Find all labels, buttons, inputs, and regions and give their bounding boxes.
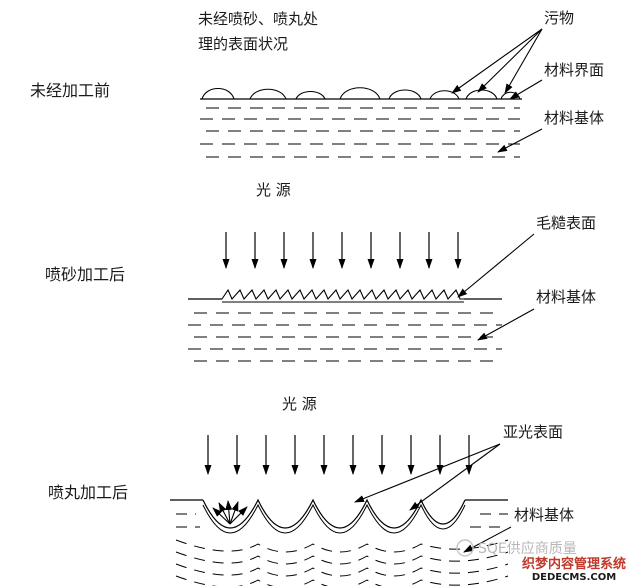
- leader-dirt-3: [504, 28, 543, 94]
- light-rays-2: [204, 435, 473, 475]
- site-badge: 织梦内容管理系统 DEDECMS.COM: [510, 558, 638, 584]
- dirt-particle: [388, 89, 422, 100]
- site-badge-domain: DEDECMS.COM: [531, 572, 617, 583]
- wechat-icon: [456, 539, 474, 557]
- label-rough: 毛糙表面: [536, 214, 596, 232]
- leader-matte-2: [409, 443, 501, 511]
- caption-line-1: 未经喷砂、喷丸处: [198, 10, 318, 28]
- base-hatching-2: [188, 312, 502, 362]
- watermark: SQE供应商质量: [456, 539, 577, 557]
- stage-label-sandblasted: 喷砂加工后: [45, 265, 125, 284]
- panel-sandblasted: 光 源 喷砂加工后 毛糙表面 材料基体: [45, 181, 596, 362]
- dirt-particle: [500, 91, 521, 100]
- base-hatching: [200, 107, 520, 158]
- dirt-particle: [339, 87, 381, 100]
- leader-base-3: [463, 526, 512, 553]
- dirt-particle: [249, 88, 287, 100]
- dirt-particle: [465, 89, 498, 100]
- leader-base-1: [497, 128, 543, 153]
- base-wavy-hatching: [175, 513, 509, 586]
- dirt-particle: [201, 87, 235, 100]
- watermark-text: SQE供应商质量: [478, 540, 577, 557]
- leader-dirt-1: [451, 28, 543, 94]
- leader-rough: [457, 233, 535, 298]
- label-matte: 亚光表面: [503, 423, 563, 441]
- label-base-3: 材料基体: [514, 506, 574, 524]
- dirt-particle: [295, 90, 326, 100]
- light-source-label-2: 光 源: [282, 395, 317, 413]
- dirt-particles: [201, 87, 521, 100]
- site-badge-title: 织梦内容管理系统: [521, 557, 626, 572]
- label-base-2: 材料基体: [536, 288, 596, 306]
- panel-untreated: 未经加工前 未经喷砂、喷丸处 理的表面状况 污物 材料界面 材料基体: [30, 9, 604, 158]
- leader-base-2: [477, 308, 535, 341]
- dimpled-surface-underline: [202, 503, 466, 534]
- label-base-1: 材料基体: [544, 109, 604, 127]
- dirt-particle: [429, 90, 460, 100]
- rough-surface-profile: [221, 288, 464, 301]
- stage-label-untreated: 未经加工前: [30, 81, 110, 100]
- label-interface: 材料界面: [544, 61, 604, 79]
- light-source-label-1: 光 源: [256, 181, 291, 199]
- leader-matte-1: [354, 443, 501, 503]
- leader-dirt-2: [477, 28, 543, 93]
- leader-interface: [509, 79, 543, 100]
- diffuse-reflection-arrows: [212, 500, 248, 525]
- caption-line-2: 理的表面状况: [198, 35, 288, 53]
- light-rays-1: [222, 232, 462, 269]
- stage-label-shotpeened: 喷丸加工后: [48, 483, 128, 502]
- label-dirt: 污物: [544, 9, 574, 27]
- panel-shotpeened: 光 源 喷丸加工后: [48, 395, 574, 586]
- dimpled-surface-profile: [202, 498, 466, 529]
